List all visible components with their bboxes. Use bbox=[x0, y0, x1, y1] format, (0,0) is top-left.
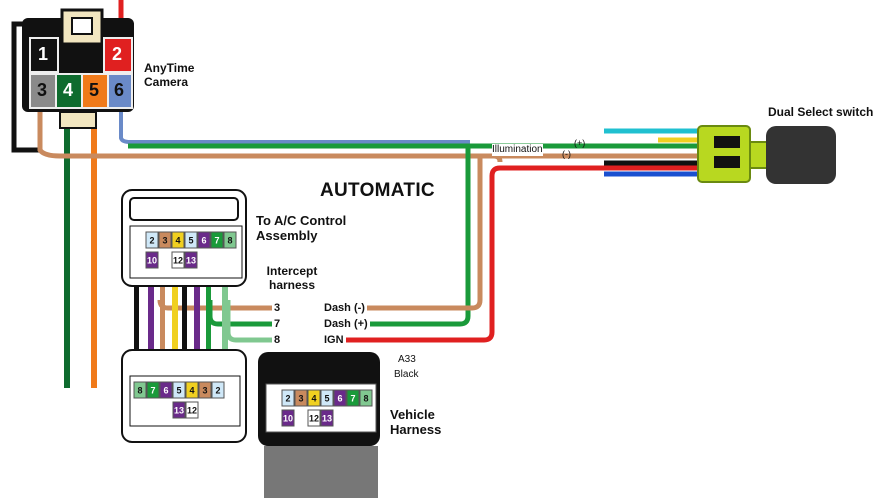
int-pin-2-cell bbox=[211, 381, 225, 399]
camera-pin-5: 5 bbox=[89, 80, 100, 100]
illumination-label: Illumination bbox=[492, 144, 543, 156]
ac-pin-b0-cell bbox=[145, 251, 159, 269]
int-pin-8-cell bbox=[133, 381, 147, 399]
wire-name-dash-minus: Dash (-) bbox=[322, 302, 367, 315]
ac-control-label: To A/C Control Assembly bbox=[256, 213, 347, 243]
int-pin-2-label: 2 bbox=[215, 386, 220, 396]
int-pin-3-label: 3 bbox=[202, 386, 207, 396]
int-pin-6-label: 6 bbox=[163, 386, 168, 396]
ac-pin-b1-cell bbox=[171, 251, 185, 269]
veh-pin-7-cell bbox=[346, 389, 360, 407]
ac-pin-b0-label: 10 bbox=[147, 256, 157, 266]
dual-select-switch[interactable] bbox=[697, 125, 836, 184]
ac-pin-4-label: 4 bbox=[175, 236, 180, 246]
int-pin-3-cell bbox=[198, 381, 212, 399]
veh-pin-b0-label: 10 bbox=[283, 414, 293, 424]
wire-lightgreen-intercept bbox=[225, 300, 272, 343]
camera-pin-2: 2 bbox=[112, 44, 123, 64]
veh-pin-5-label: 5 bbox=[324, 394, 329, 404]
int-pin-6-cell bbox=[159, 381, 173, 399]
veh-pin-5-cell bbox=[320, 389, 334, 407]
wire-blue-camera bbox=[119, 110, 470, 144]
int-pin-b1-label: 12 bbox=[187, 406, 197, 416]
ac-pin-7-label: 7 bbox=[214, 236, 219, 246]
int-pin-b0-cell bbox=[172, 401, 186, 419]
wire-pin-8: 8 bbox=[272, 334, 283, 347]
camera-pin-4: 4 bbox=[63, 80, 74, 100]
camera-pin-1: 1 bbox=[38, 44, 49, 64]
ac-pin-5-cell bbox=[184, 231, 198, 249]
int-pin-4-cell bbox=[185, 381, 199, 399]
camera-connector[interactable] bbox=[22, 8, 134, 129]
int-pin-8-label: 8 bbox=[137, 386, 142, 396]
page-title: AUTOMATIC bbox=[320, 180, 435, 201]
veh-pin-3-label: 3 bbox=[298, 394, 303, 404]
ac-pin-8-label: 8 bbox=[227, 236, 232, 246]
veh-pin-b1-cell bbox=[307, 409, 321, 427]
ac-pin-b2-label: 13 bbox=[186, 256, 196, 266]
ac-pin-2-label: 2 bbox=[149, 236, 154, 246]
camera-pin-3: 3 bbox=[37, 80, 48, 100]
veh-pin-8-label: 8 bbox=[363, 394, 368, 404]
illumination-plus: (+) bbox=[574, 138, 586, 148]
veh-pin-b2-cell bbox=[320, 409, 334, 427]
ac-pin-8-cell bbox=[223, 231, 237, 249]
vehicle-connector-color: Black bbox=[394, 369, 419, 380]
veh-pin-2-cell bbox=[281, 389, 295, 407]
veh-pin-b0-cell bbox=[281, 409, 295, 427]
ac-pin-3-label: 3 bbox=[162, 236, 167, 246]
veh-pin-b2-label: 13 bbox=[322, 414, 332, 424]
veh-pin-b1-label: 12 bbox=[309, 414, 319, 424]
int-pin-7-cell bbox=[146, 381, 160, 399]
int-pin-4-label: 4 bbox=[189, 386, 194, 396]
veh-pin-3-cell bbox=[294, 389, 308, 407]
wire-pin-3: 3 bbox=[272, 302, 283, 315]
wire-green-intercept bbox=[207, 300, 272, 327]
wire-name-dash-plus: Dash (+) bbox=[322, 318, 370, 331]
ac-pin-5-label: 5 bbox=[188, 236, 193, 246]
veh-pin-6-cell bbox=[333, 389, 347, 407]
veh-pin-4-cell bbox=[307, 389, 321, 407]
wire-red-switch bbox=[340, 165, 700, 343]
ac-pin-6-cell bbox=[197, 231, 211, 249]
harness-bundle bbox=[134, 286, 228, 352]
int-pin-7-label: 7 bbox=[150, 386, 155, 396]
intercept-label: Intercept harness bbox=[266, 264, 318, 292]
camera-pin-6: 6 bbox=[114, 80, 125, 100]
ac-pin-2-cell bbox=[145, 231, 159, 249]
int-pin-b1-cell bbox=[185, 401, 199, 419]
camera-label: AnyTime Camera bbox=[144, 61, 195, 89]
int-pin-b0-label: 13 bbox=[174, 406, 184, 416]
int-pin-5-cell bbox=[172, 381, 186, 399]
veh-pin-4-label: 4 bbox=[311, 394, 316, 404]
switch-label: Dual Select switch bbox=[768, 105, 874, 119]
vehicle-connector-id: A33 bbox=[398, 354, 416, 365]
wire-tan-camera bbox=[37, 110, 503, 163]
vehicle-label: Vehicle Harness bbox=[390, 407, 442, 437]
wire-pin-7: 7 bbox=[272, 318, 283, 331]
ac-pin-6-label: 6 bbox=[201, 236, 206, 246]
ac-pin-b1-label: 12 bbox=[173, 256, 183, 266]
ac-pin-3-cell bbox=[158, 231, 172, 249]
ac-pin-7-cell bbox=[210, 231, 224, 249]
veh-pin-6-label: 6 bbox=[337, 394, 342, 404]
veh-pin-2-label: 2 bbox=[285, 394, 290, 404]
ac-pin-b2-cell bbox=[184, 251, 198, 269]
int-pin-5-label: 5 bbox=[176, 386, 181, 396]
wire-tan-drop bbox=[340, 156, 483, 311]
veh-pin-7-label: 7 bbox=[350, 394, 355, 404]
veh-pin-8-cell bbox=[359, 389, 373, 407]
wire-green-drop bbox=[340, 146, 471, 327]
ac-pin-4-cell bbox=[171, 231, 185, 249]
illumination-minus: (-) bbox=[562, 149, 571, 159]
wire-name-ign: IGN bbox=[322, 334, 346, 347]
